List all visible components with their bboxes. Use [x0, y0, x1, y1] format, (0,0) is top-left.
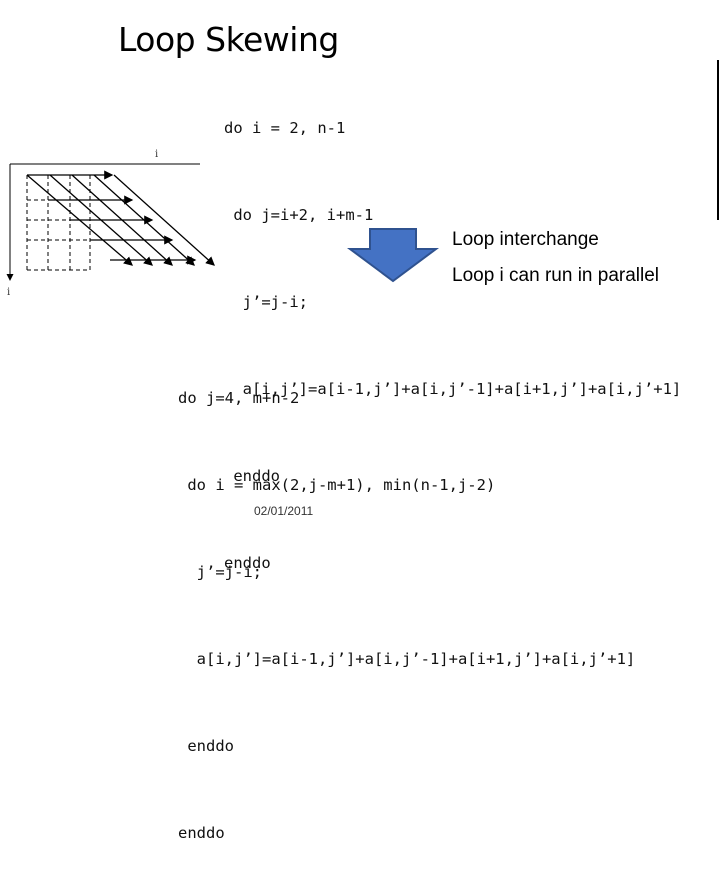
skewed-iteration-arrows [26, 170, 215, 266]
note-parallel: Loop i can run in parallel [452, 265, 660, 286]
slide-title: Loop Skewing [118, 20, 339, 59]
dashed-grid [26, 174, 91, 271]
slide-date: 02/01/2011 [254, 504, 314, 518]
note-loop-interchange: Loop interchange [452, 229, 599, 250]
code-line: enddo [178, 737, 234, 755]
code-line: do j=4, m+n-2 [178, 389, 300, 407]
code-line: enddo [224, 467, 280, 485]
axis-label-left: i [7, 287, 10, 298]
code-line: do j=i+2, i+m-1 [224, 206, 374, 224]
right-edge-bar [717, 60, 719, 220]
code-line: j’=j-i; [224, 293, 308, 311]
code-line: j’=j-i; [178, 563, 262, 581]
code-line: enddo [178, 824, 225, 842]
transformed-loop-code: do j=4, m+n-2 do i = max(2,j-m+1), min(n… [178, 326, 635, 877]
down-arrow-icon [346, 228, 440, 283]
skewed-iteration-space-diagram: i i [6, 149, 215, 298]
code-line: a[i,j’]=a[i-1,j’]+a[i,j’-1]+a[i+1,j’]+a[… [178, 650, 636, 668]
code-line: do i = max(2,j-m+1), min(n-1,j-2) [178, 476, 496, 494]
code-line: do i = 2, n-1 [224, 119, 346, 137]
code-line: a[i,j’]=a[i-1,j’]+a[i,j’-1]+a[i+1,j’]+a[… [224, 380, 682, 398]
axis-label-top: i [155, 149, 158, 160]
